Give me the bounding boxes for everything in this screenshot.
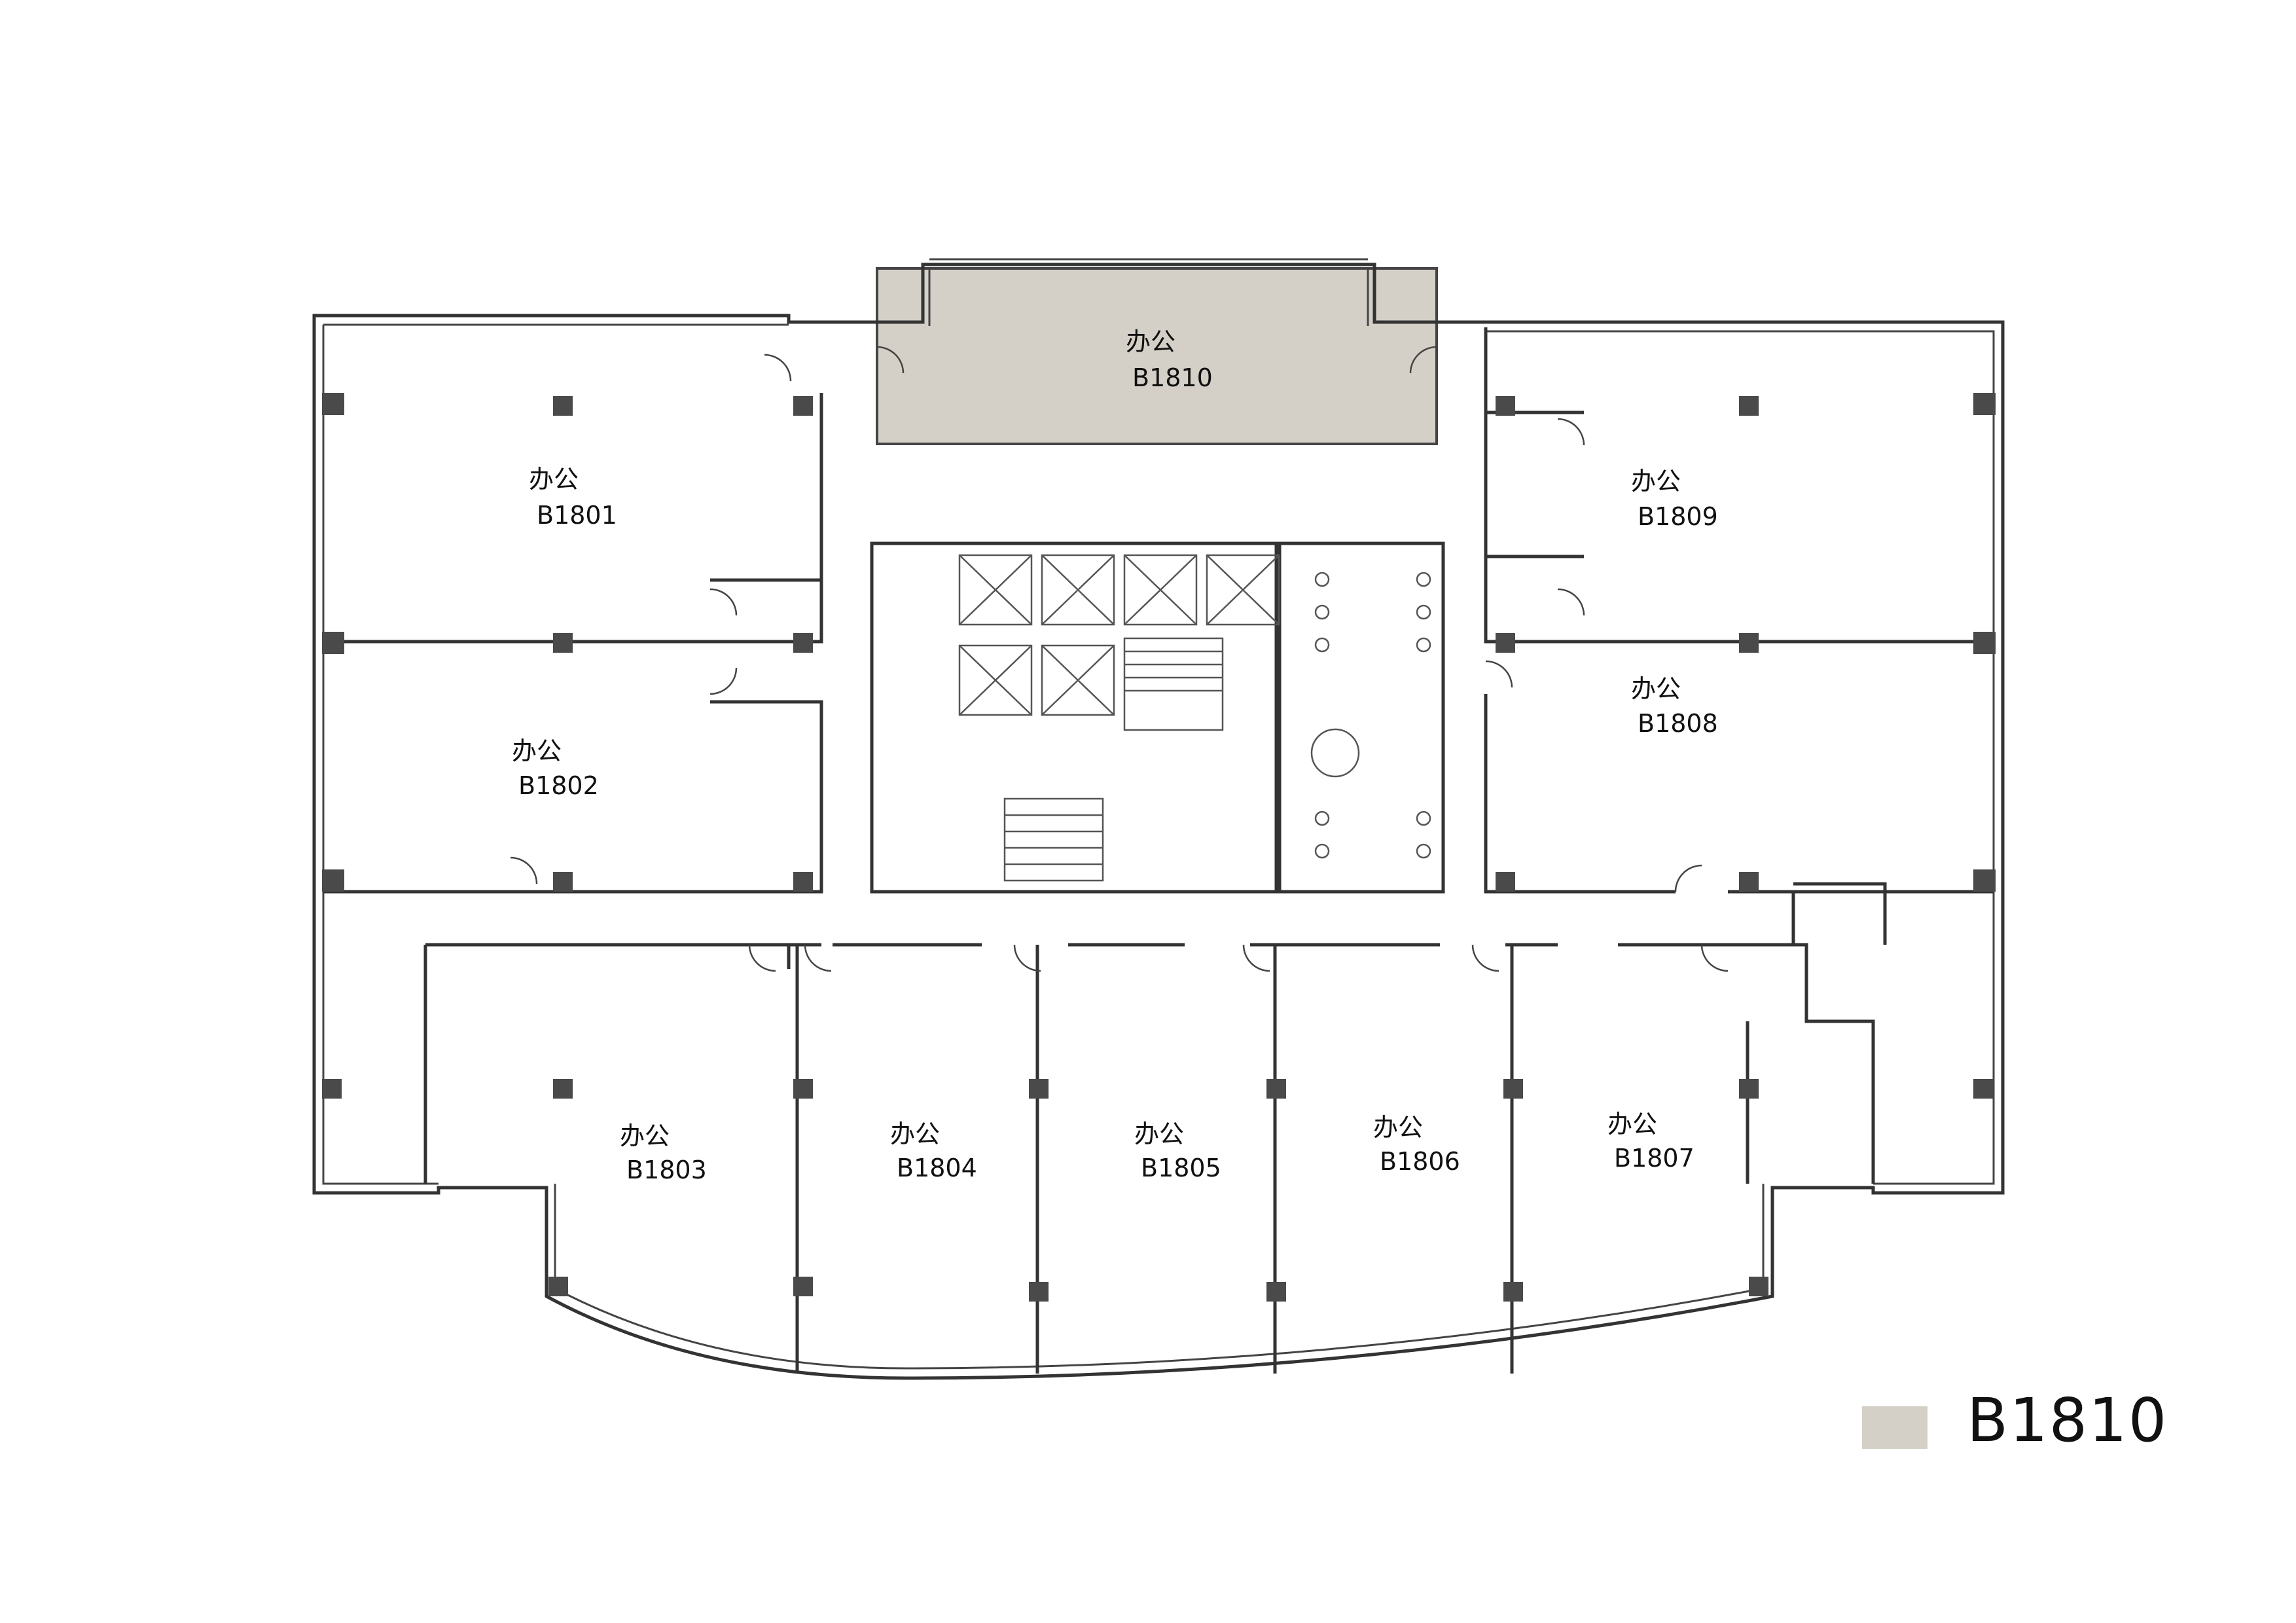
room-labels: 办公 B1801 办公 B1802 办公 B1803 办公 B1804 办公 B… (512, 327, 1718, 1184)
room-id: B1804 (897, 1154, 977, 1182)
highlighted-unit-b1810[interactable] (876, 267, 1438, 445)
room-name: 办公 (1126, 327, 1175, 356)
door-swings (510, 346, 1729, 972)
room-id: B1805 (1141, 1154, 1221, 1182)
legend-label: B1810 (1967, 1385, 2168, 1455)
stairs (1003, 637, 1224, 882)
room-id: B1801 (537, 501, 617, 530)
room-name: 办公 (1607, 1110, 1657, 1139)
top-bay-wall (928, 258, 1369, 326)
lower-partitions (795, 945, 1514, 1374)
structural-columns (322, 393, 1996, 1302)
room-name: 办公 (1373, 1113, 1423, 1142)
room-id: B1802 (518, 771, 599, 800)
room-name: 办公 (1631, 674, 1681, 703)
room-id: B1807 (1614, 1144, 1695, 1173)
room-id: B1808 (1638, 709, 1718, 738)
right-bay-wall (1791, 882, 1887, 945)
room-name: 办公 (1134, 1120, 1184, 1148)
room-id: B1806 (1380, 1147, 1460, 1176)
elevator-bank (958, 554, 1280, 716)
room-id: B1809 (1638, 502, 1718, 531)
corridor-wall (423, 943, 1875, 1184)
room-name: 办公 (890, 1120, 940, 1148)
room-name: 办公 (512, 737, 562, 765)
core-block (870, 541, 1278, 894)
room-id: B1810 (1132, 363, 1213, 392)
room-id: B1803 (626, 1156, 707, 1184)
outer-wall (312, 263, 2005, 1380)
room-name: 办公 (1631, 467, 1681, 496)
restroom-block (1278, 541, 1445, 894)
room-name: 办公 (529, 465, 579, 494)
outer-wall-inner (322, 323, 1995, 1370)
unit-b1808-b1809-wall (1484, 327, 1994, 894)
room-name: 办公 (620, 1122, 670, 1150)
restroom-fixtures (1310, 572, 1431, 859)
legend-swatch (1862, 1406, 1928, 1449)
